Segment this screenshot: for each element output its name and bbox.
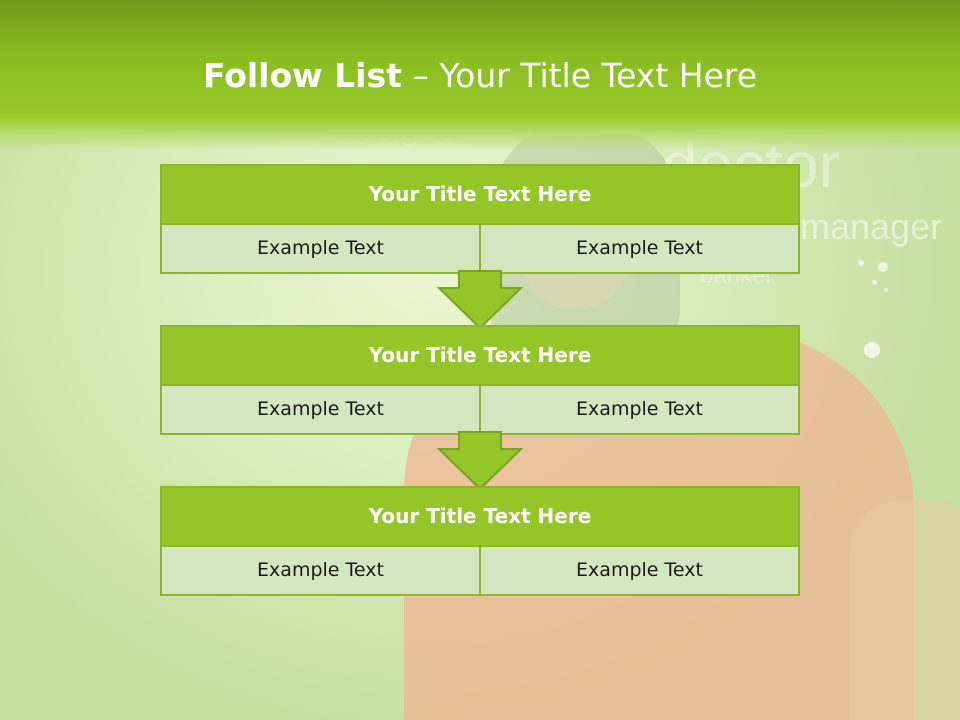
step-row: Example Text Example Text — [162, 386, 798, 433]
step-title: Your Title Text Here — [162, 166, 798, 225]
step-cell-left: Example Text — [162, 225, 479, 272]
slide-title-bold: Follow List — [202, 56, 402, 95]
step-box-3: Your Title Text Here Example Text Exampl… — [160, 486, 800, 596]
step-row: Example Text Example Text — [162, 547, 798, 594]
title-banner — [0, 0, 960, 150]
person-arm-shape — [850, 500, 960, 720]
slide-title-rest: – Your Title Text Here — [401, 56, 758, 95]
step-cell-right: Example Text — [479, 225, 798, 272]
step-cell-left: Example Text — [162, 547, 479, 594]
arrow-down-icon — [437, 270, 523, 330]
step-cell-right: Example Text — [479, 547, 798, 594]
bokeh-dot — [858, 260, 864, 266]
step-row: Example Text Example Text — [162, 225, 798, 272]
step-box-2: Your Title Text Here Example Text Exampl… — [160, 325, 800, 435]
bokeh-dot — [864, 342, 880, 358]
step-cell-right: Example Text — [479, 386, 798, 433]
step-title: Your Title Text Here — [162, 327, 798, 386]
bg-word-manager: manager — [800, 206, 943, 247]
arrow-down-icon — [437, 431, 523, 491]
step-title: Your Title Text Here — [162, 488, 798, 547]
step-cell-left: Example Text — [162, 386, 479, 433]
slide-title: Follow List – Your Title Text Here — [0, 52, 960, 100]
bokeh-dot — [872, 280, 877, 285]
bokeh-dot — [878, 262, 888, 272]
step-box-1: Your Title Text Here Example Text Exampl… — [160, 164, 800, 274]
bokeh-dot — [884, 288, 888, 292]
